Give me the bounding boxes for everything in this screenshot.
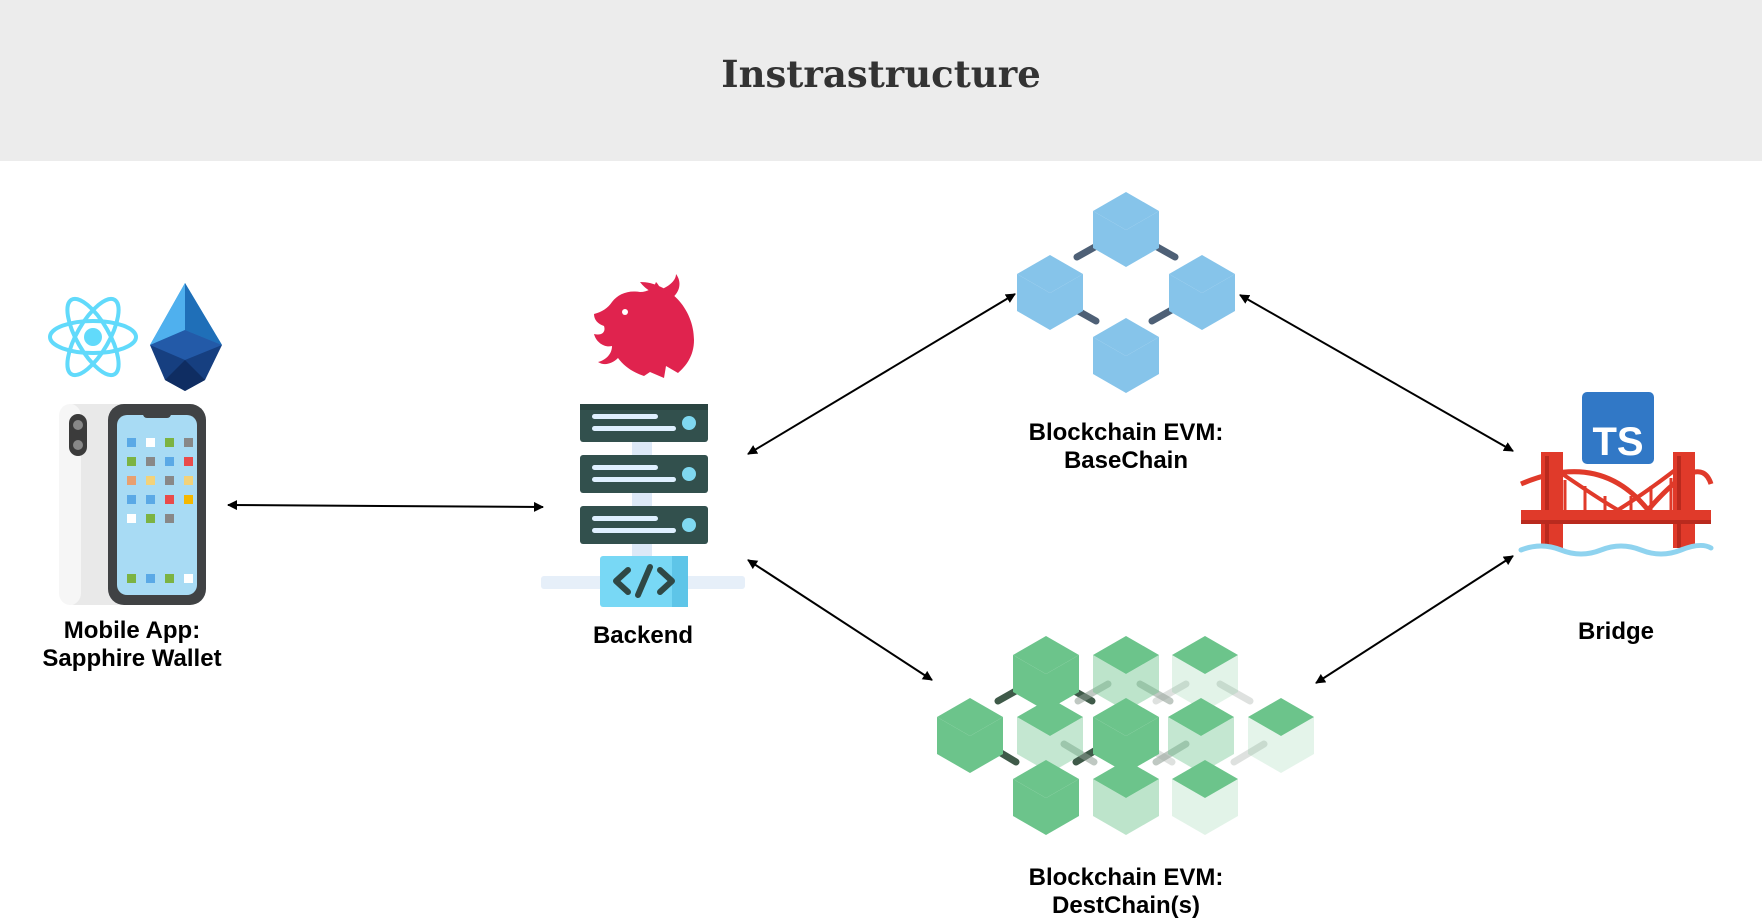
backend-label-text: Backend bbox=[592, 622, 694, 649]
diagram-title: Instrastructure bbox=[721, 52, 1041, 96]
destchain-label: Blockchain EVM: DestChain(s) bbox=[1006, 864, 1246, 920]
backend-node bbox=[541, 274, 745, 607]
smartphone-icon bbox=[59, 404, 206, 605]
react-icon bbox=[48, 296, 138, 378]
expo-drop-icon bbox=[150, 283, 222, 391]
arrow-backend-destchain bbox=[747, 559, 933, 681]
blockchain-icon bbox=[1017, 192, 1235, 393]
arrow-destchain-bridge bbox=[1315, 555, 1514, 684]
typescript-icon: TS bbox=[1582, 392, 1654, 464]
mobile-app-label-line1: Mobile App: bbox=[63, 617, 201, 644]
backend-label: Backend bbox=[543, 622, 743, 650]
bridge-label-text: Bridge bbox=[1577, 618, 1654, 645]
bridge-label: Bridge bbox=[1516, 618, 1716, 646]
nestjs-icon bbox=[594, 274, 694, 378]
arrow-basechain-bridge bbox=[1239, 294, 1514, 452]
destchain-label-line1: Blockchain EVM: bbox=[1028, 864, 1224, 891]
code-icon bbox=[600, 556, 688, 607]
bridge-node: TS bbox=[1518, 392, 1714, 557]
basechain-label-line1: Blockchain EVM: bbox=[1028, 419, 1224, 446]
mobile-app-label-line2: Sapphire Wallet bbox=[42, 645, 222, 672]
basechain-label-line2: BaseChain bbox=[1063, 447, 1189, 474]
arrow-mobile-backend bbox=[227, 500, 544, 512]
title-banner: Instrastructure bbox=[0, 0, 1762, 161]
app-icons-grid bbox=[127, 438, 193, 583]
connections bbox=[227, 293, 1514, 684]
basechain-label: Blockchain EVM: BaseChain bbox=[1006, 419, 1246, 475]
bridge-icon bbox=[1518, 452, 1714, 557]
arrow-backend-basechain bbox=[747, 293, 1016, 455]
destchain-label-line2: DestChain(s) bbox=[1051, 892, 1201, 919]
mobile-app-node bbox=[48, 283, 222, 605]
mobile-app-label: Mobile App: Sapphire Wallet bbox=[22, 617, 242, 673]
svg-text:TS: TS bbox=[1592, 420, 1643, 464]
blockchain-cluster-icon bbox=[937, 636, 1314, 835]
server-icon bbox=[541, 404, 745, 589]
